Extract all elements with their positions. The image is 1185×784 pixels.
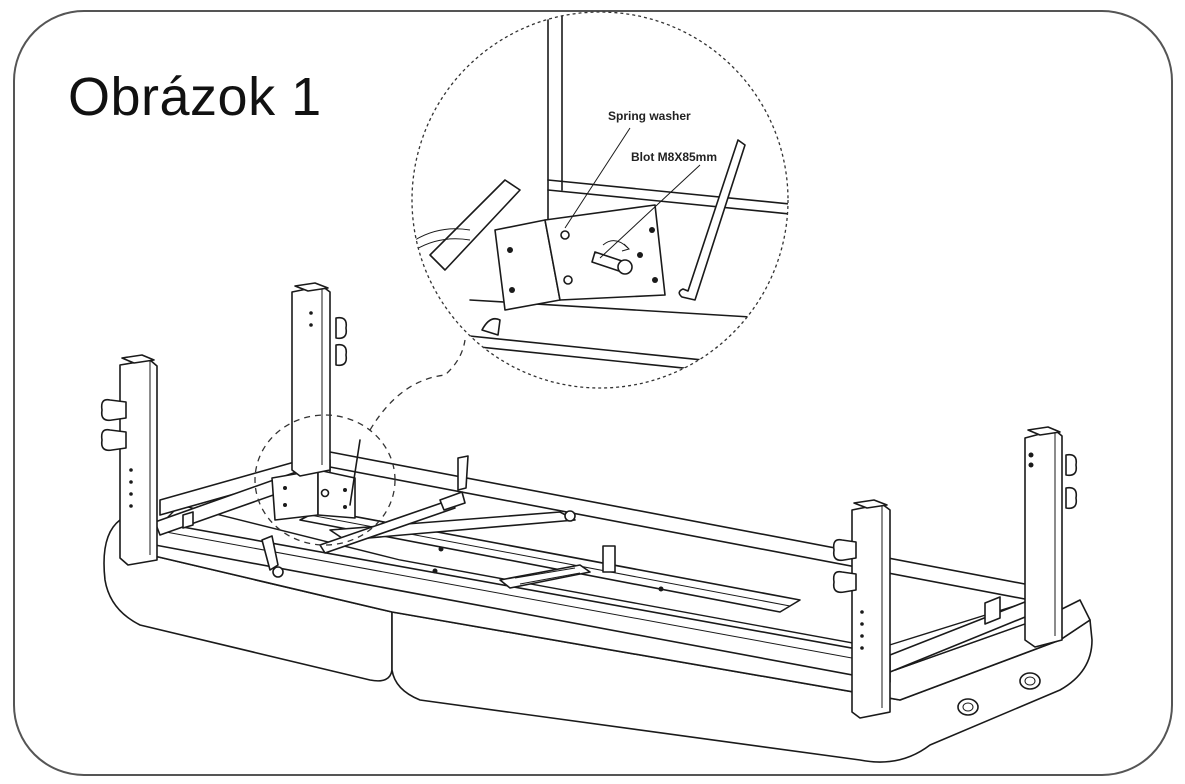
table-top-right-half xyxy=(391,611,1093,763)
bolt-label: Blot M8X85mm xyxy=(631,150,718,164)
magnified-detail xyxy=(411,11,789,389)
magnified-circle-border xyxy=(411,11,789,389)
small-post xyxy=(457,455,469,491)
leg-back-left xyxy=(291,282,348,477)
spine-tab xyxy=(602,545,616,573)
leg-back-right xyxy=(1024,426,1078,648)
hex-key xyxy=(678,139,746,301)
leg-front-right xyxy=(832,499,891,719)
spine-bracket xyxy=(499,564,591,589)
figure-title: Obrázok 1 xyxy=(68,67,322,127)
leg-front-left xyxy=(100,354,158,566)
spring-washer-label: Spring washer xyxy=(608,109,691,123)
knob-upper-right xyxy=(832,538,857,562)
knob-lower-left xyxy=(100,428,127,452)
corner-bracket-right xyxy=(984,596,1001,625)
knob-lower-right xyxy=(832,570,857,594)
actuator-rod xyxy=(319,499,456,554)
detail-leader-line xyxy=(369,339,466,431)
center-crossbar xyxy=(299,509,801,613)
detail-marker-circle xyxy=(254,414,396,546)
corner-bracket-left xyxy=(182,511,194,529)
drive-shaft xyxy=(329,511,576,541)
actuator-rods xyxy=(182,455,1001,625)
spring-washer-mark xyxy=(617,259,633,275)
controller-buttons xyxy=(957,672,1041,716)
mounting-plate-right xyxy=(544,204,666,301)
connector-plate-small xyxy=(271,439,361,521)
knob-upper-left xyxy=(100,398,127,422)
lever-left xyxy=(261,535,279,571)
